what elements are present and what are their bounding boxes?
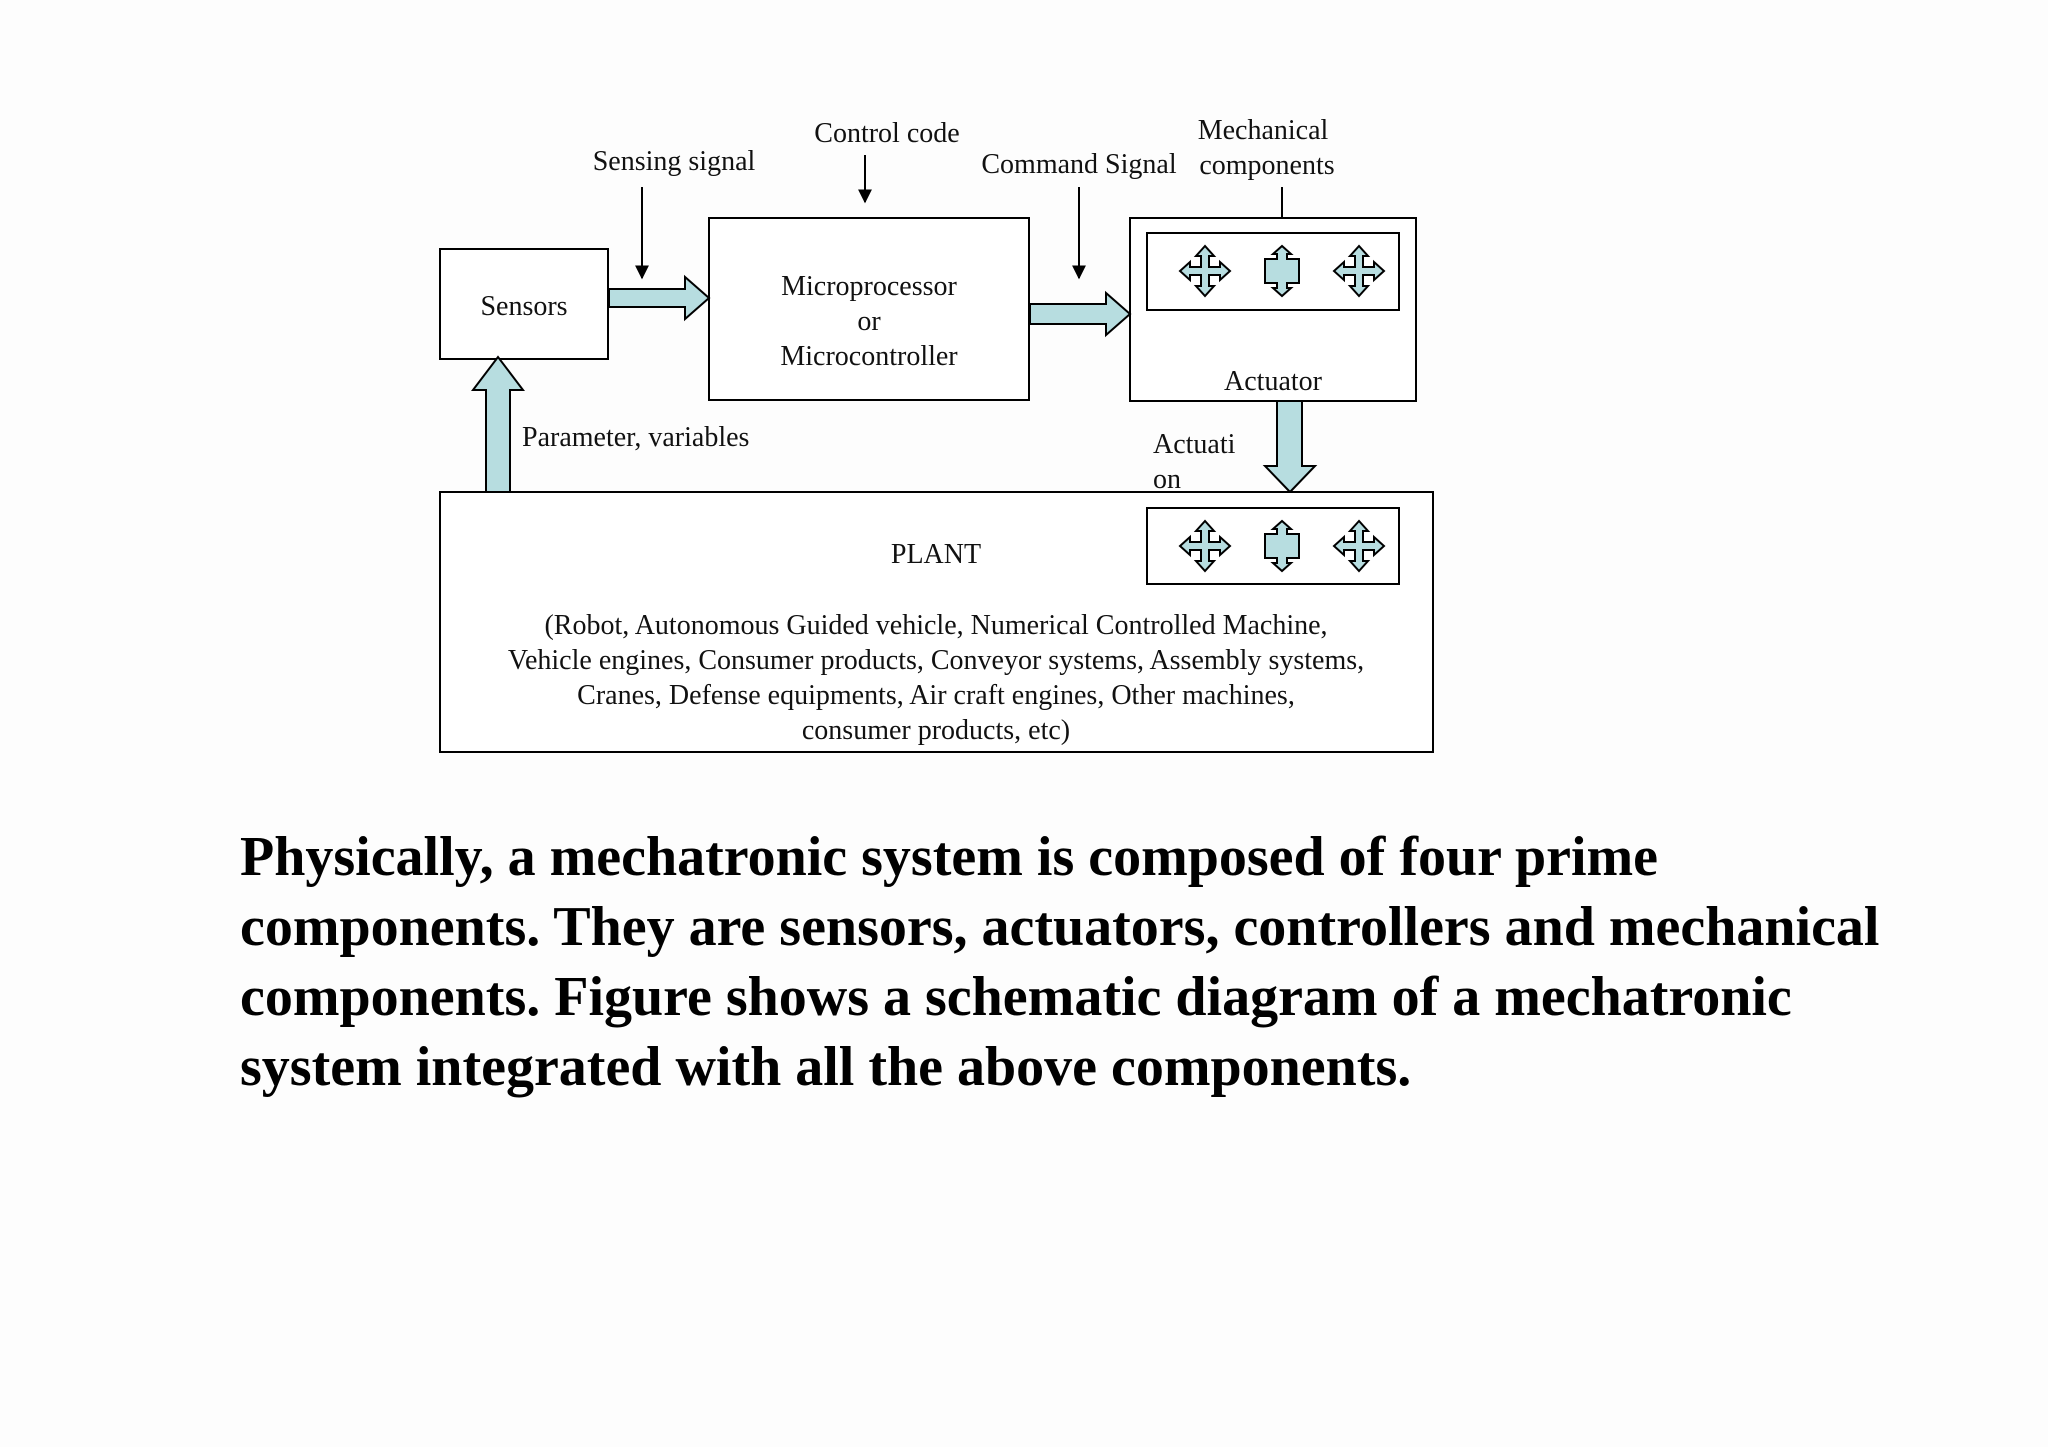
actuation-arrow [1262,400,1318,494]
microprocessor-label-line3: Microcontroller [780,341,958,372]
description-paragraph: Physically, a mechatronic system is comp… [240,826,1880,1098]
mechanical-components-label-line2: components [1199,150,1334,181]
microprocessor-label-line1: Microprocessor [781,271,957,302]
microprocessor-box [708,217,1030,401]
sensors-label: Sensors [480,291,567,322]
command-signal-label: Command Signal [981,149,1176,180]
mechanical-components-label-line1: Mechanical [1198,115,1329,146]
plant-description-line3: Cranes, Defense equipments, Air craft en… [577,680,1295,711]
control-code-label: Control code [814,118,959,149]
plant-to-sensors-arrow [470,355,526,493]
actuation-label-line1: Actuati [1153,429,1236,460]
sensors-to-controller-arrow [608,274,711,322]
plant-description-line2: Vehicle engines, Consumer products, Conv… [508,645,1364,676]
plant-description-line4: consumer products, etc) [802,715,1070,746]
plant-description-line1: (Robot, Autonomous Guided vehicle, Numer… [544,610,1327,641]
microprocessor-label-line2: or [857,306,881,337]
parameter-variables-label: Parameter, variables [522,422,749,453]
sensors-box [439,248,609,360]
controller-to-actuator-arrow [1029,290,1132,338]
sensing-signal-label: Sensing signal [593,146,756,177]
actuator-label: Actuator [1224,366,1323,397]
mechatronic-system-diagram: Sensing signal Control code Command Sign… [439,115,1434,753]
plant-label: PLANT [891,539,981,570]
actuation-label-line2: on [1153,464,1181,495]
